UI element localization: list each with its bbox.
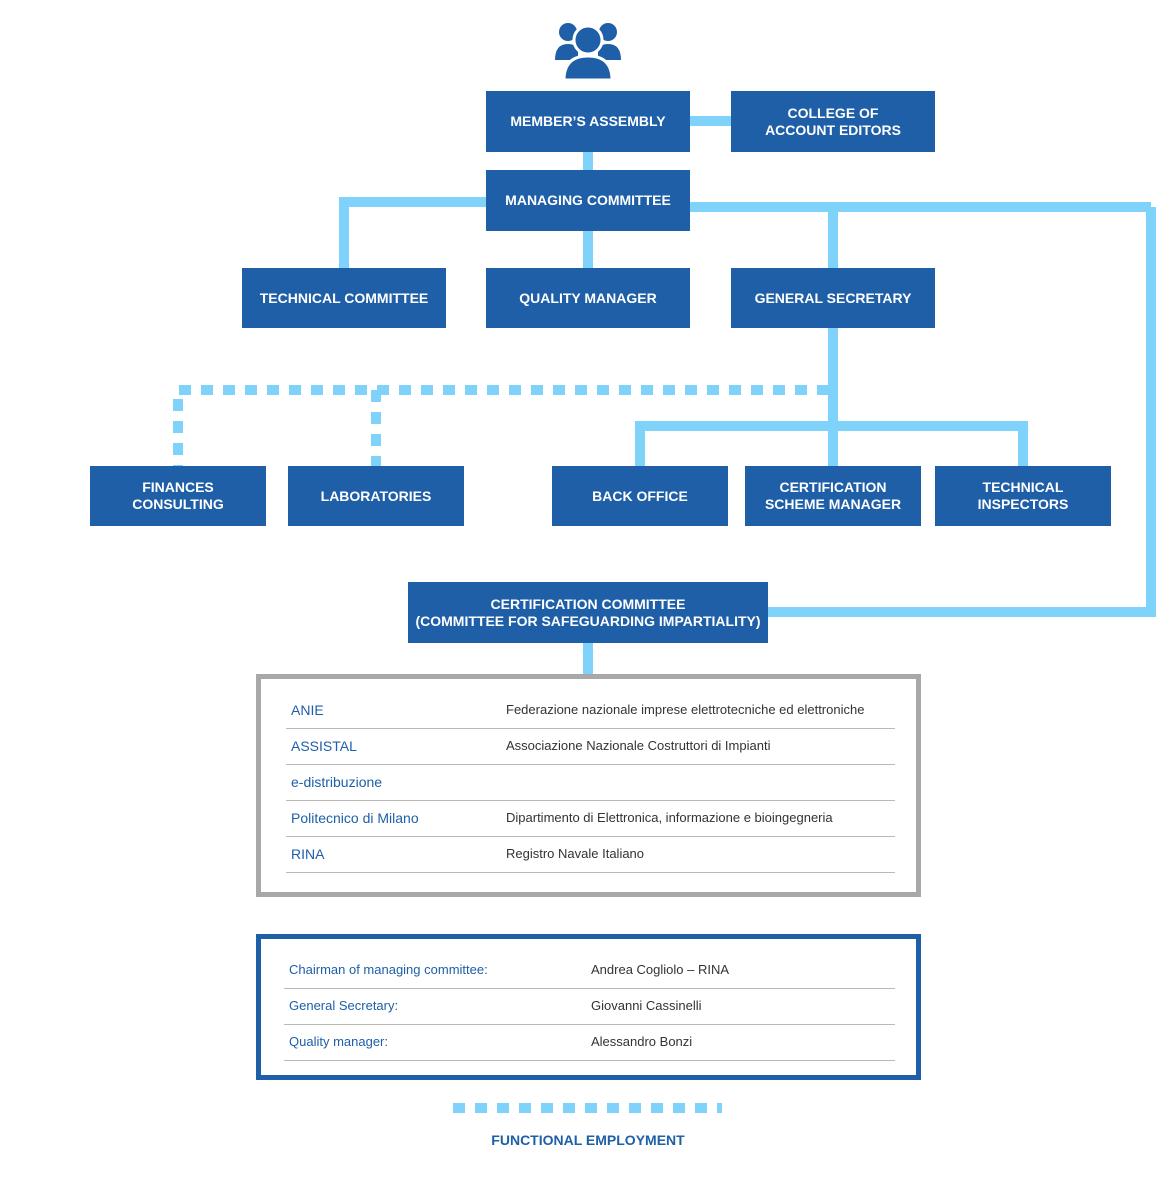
connector-managing-technical (339, 197, 486, 268)
staff-row: General Secretary: Giovanni Cassinelli (284, 989, 895, 1025)
staff-role: Quality manager: (289, 1034, 388, 1049)
staff-person: Andrea Cogliolo – RINA (591, 962, 730, 977)
member-row: ANIE Federazione nazionale imprese elett… (286, 693, 895, 729)
staff-person: Giovanni Cassinelli (591, 998, 702, 1013)
member-name: Politecnico di Milano (291, 810, 419, 826)
member-row: RINA Registro Navale Italiano (286, 837, 895, 873)
connector-to-certification-committee (768, 207, 1156, 617)
certification-committee-box: CERTIFICATION COMMITTEE (COMMITTEE FOR S… (408, 582, 768, 643)
member-row: e-distribuzione (286, 765, 895, 801)
general-secretary-box: GENERAL SECRETARY (731, 268, 935, 328)
staff-row: Chairman of managing committee: Andrea C… (284, 953, 895, 989)
member-description: Federazione nazionale imprese elettrotec… (506, 702, 865, 717)
member-description: Associazione Nazionale Costruttori di Im… (506, 738, 771, 753)
quality-manager-box: QUALITY MANAGER (486, 268, 690, 328)
member-name: ASSISTAL (291, 738, 357, 754)
staff-role: Chairman of managing committee: (289, 962, 488, 977)
members-assembly-box: MEMBER’S ASSEMBLY (486, 91, 690, 152)
staff-panel: Chairman of managing committee: Andrea C… (256, 934, 921, 1080)
technical-committee-box: TECHNICAL COMMITTEE (242, 268, 446, 328)
college-of-account-editors-box: COLLEGE OF ACCOUNT EDITORS (731, 91, 935, 152)
connector-secretary-back-office (635, 421, 1028, 466)
legend-label: FUNCTIONAL EMPLOYMENT (491, 1132, 685, 1148)
managing-committee-box: MANAGING COMMITTEE (486, 170, 690, 231)
member-row: ASSISTAL Associazione Nazionale Costrutt… (286, 729, 895, 765)
users-group-icon (555, 23, 621, 82)
certification-committee-members-panel: ANIE Federazione nazionale imprese elett… (256, 674, 921, 897)
member-description: Dipartimento di Elettronica, informazion… (506, 810, 833, 825)
member-name: RINA (291, 846, 325, 862)
finances-consulting-box: FINANCES CONSULTING (90, 466, 266, 526)
back-office-box: BACK OFFICE (552, 466, 728, 526)
certification-scheme-manager-box: CERTIFICATION SCHEME MANAGER (745, 466, 921, 526)
staff-row: Quality manager: Alessandro Bonzi (284, 1025, 895, 1061)
member-description: Registro Navale Italiano (506, 846, 645, 861)
member-name: ANIE (291, 702, 324, 718)
staff-role: General Secretary: (289, 998, 399, 1013)
laboratories-box: LABORATORIES (288, 466, 464, 526)
technical-inspectors-box: TECHNICAL INSPECTORS (935, 466, 1111, 526)
member-name: e-distribuzione (291, 774, 383, 790)
staff-person: Alessandro Bonzi (591, 1034, 693, 1049)
member-row: Politecnico di Milano Dipartimento di El… (286, 801, 895, 837)
